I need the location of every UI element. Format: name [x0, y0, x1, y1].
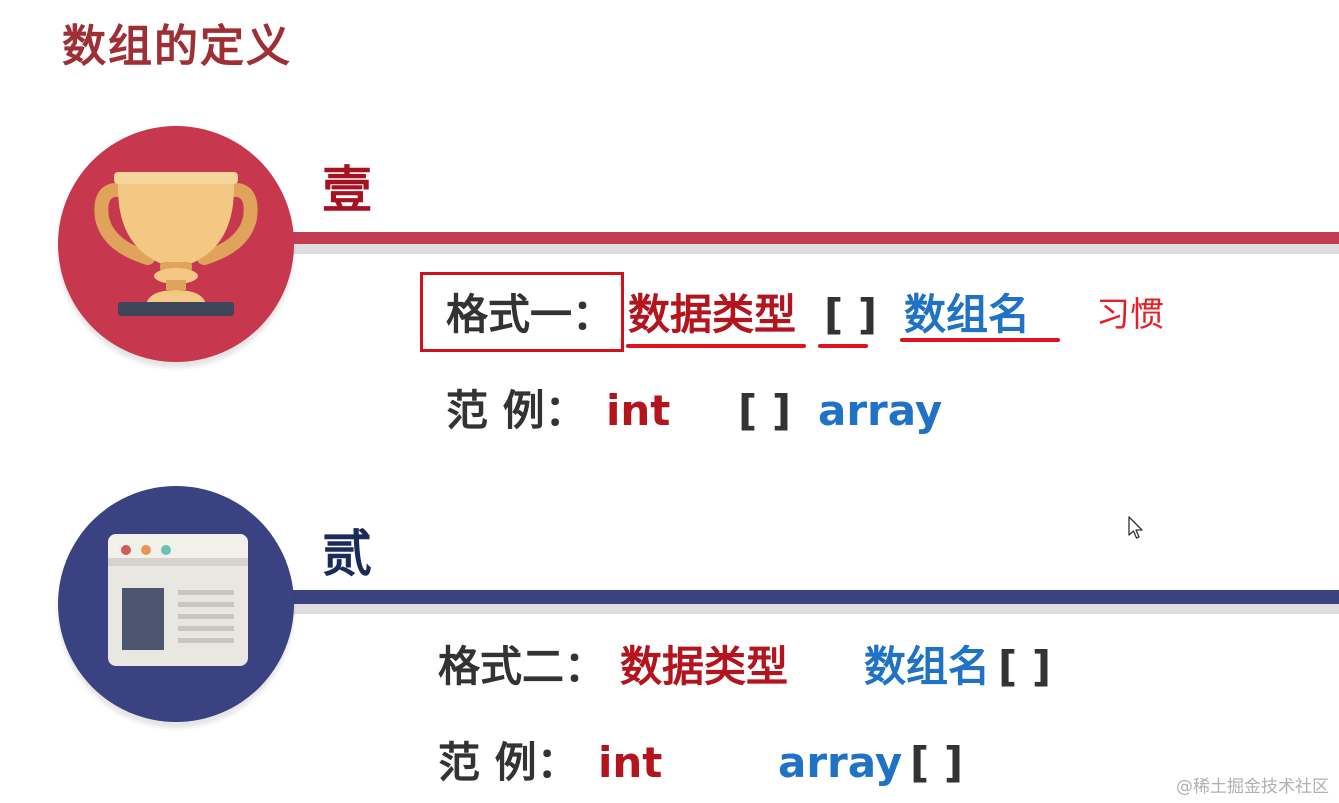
example-1-type: int	[606, 386, 671, 435]
example-1-brackets: [ ]	[738, 386, 792, 435]
format-1-brackets-underline	[818, 344, 868, 348]
example-1-label: 范 例：	[446, 386, 587, 435]
section-1-band-shadow	[230, 244, 1339, 254]
section-2-band	[230, 590, 1339, 604]
format-1-highlight-box	[420, 272, 624, 352]
section-2-badge	[58, 486, 294, 722]
format-2-label: 格式二：	[438, 642, 607, 691]
page-title: 数组的定义	[62, 21, 292, 72]
watermark: @稀土掘金技术社区	[1176, 777, 1329, 797]
trophy-icon	[94, 172, 258, 316]
format-1-name: 数组名	[904, 290, 1031, 339]
format-2-brackets: [ ]	[998, 642, 1052, 691]
format-1-type-underline	[626, 344, 806, 348]
section-2-band-shadow	[230, 604, 1339, 614]
example-2-type: int	[598, 738, 663, 787]
format-1-label: 格式一：	[446, 290, 615, 339]
format-1-name-underline	[900, 338, 1060, 342]
example-2-label: 范 例：	[438, 738, 579, 787]
browser-window-icon	[108, 534, 248, 666]
example-2-name: array	[778, 738, 903, 787]
format-1-brackets: [ ]	[824, 290, 878, 339]
section-1-band	[230, 232, 1339, 244]
annotation-note: 习惯	[1096, 295, 1164, 335]
format-1-type: 数据类型	[628, 290, 797, 339]
format-2-name: 数组名	[864, 642, 991, 691]
mouse-cursor-icon	[1128, 516, 1143, 539]
section-1-badge	[58, 126, 294, 362]
section-1-number: 壹	[322, 161, 372, 219]
example-1-name: array	[818, 386, 943, 435]
format-2-type: 数据类型	[620, 642, 789, 691]
example-2-brackets: [ ]	[910, 738, 964, 787]
section-2-number: 贰	[322, 525, 372, 583]
